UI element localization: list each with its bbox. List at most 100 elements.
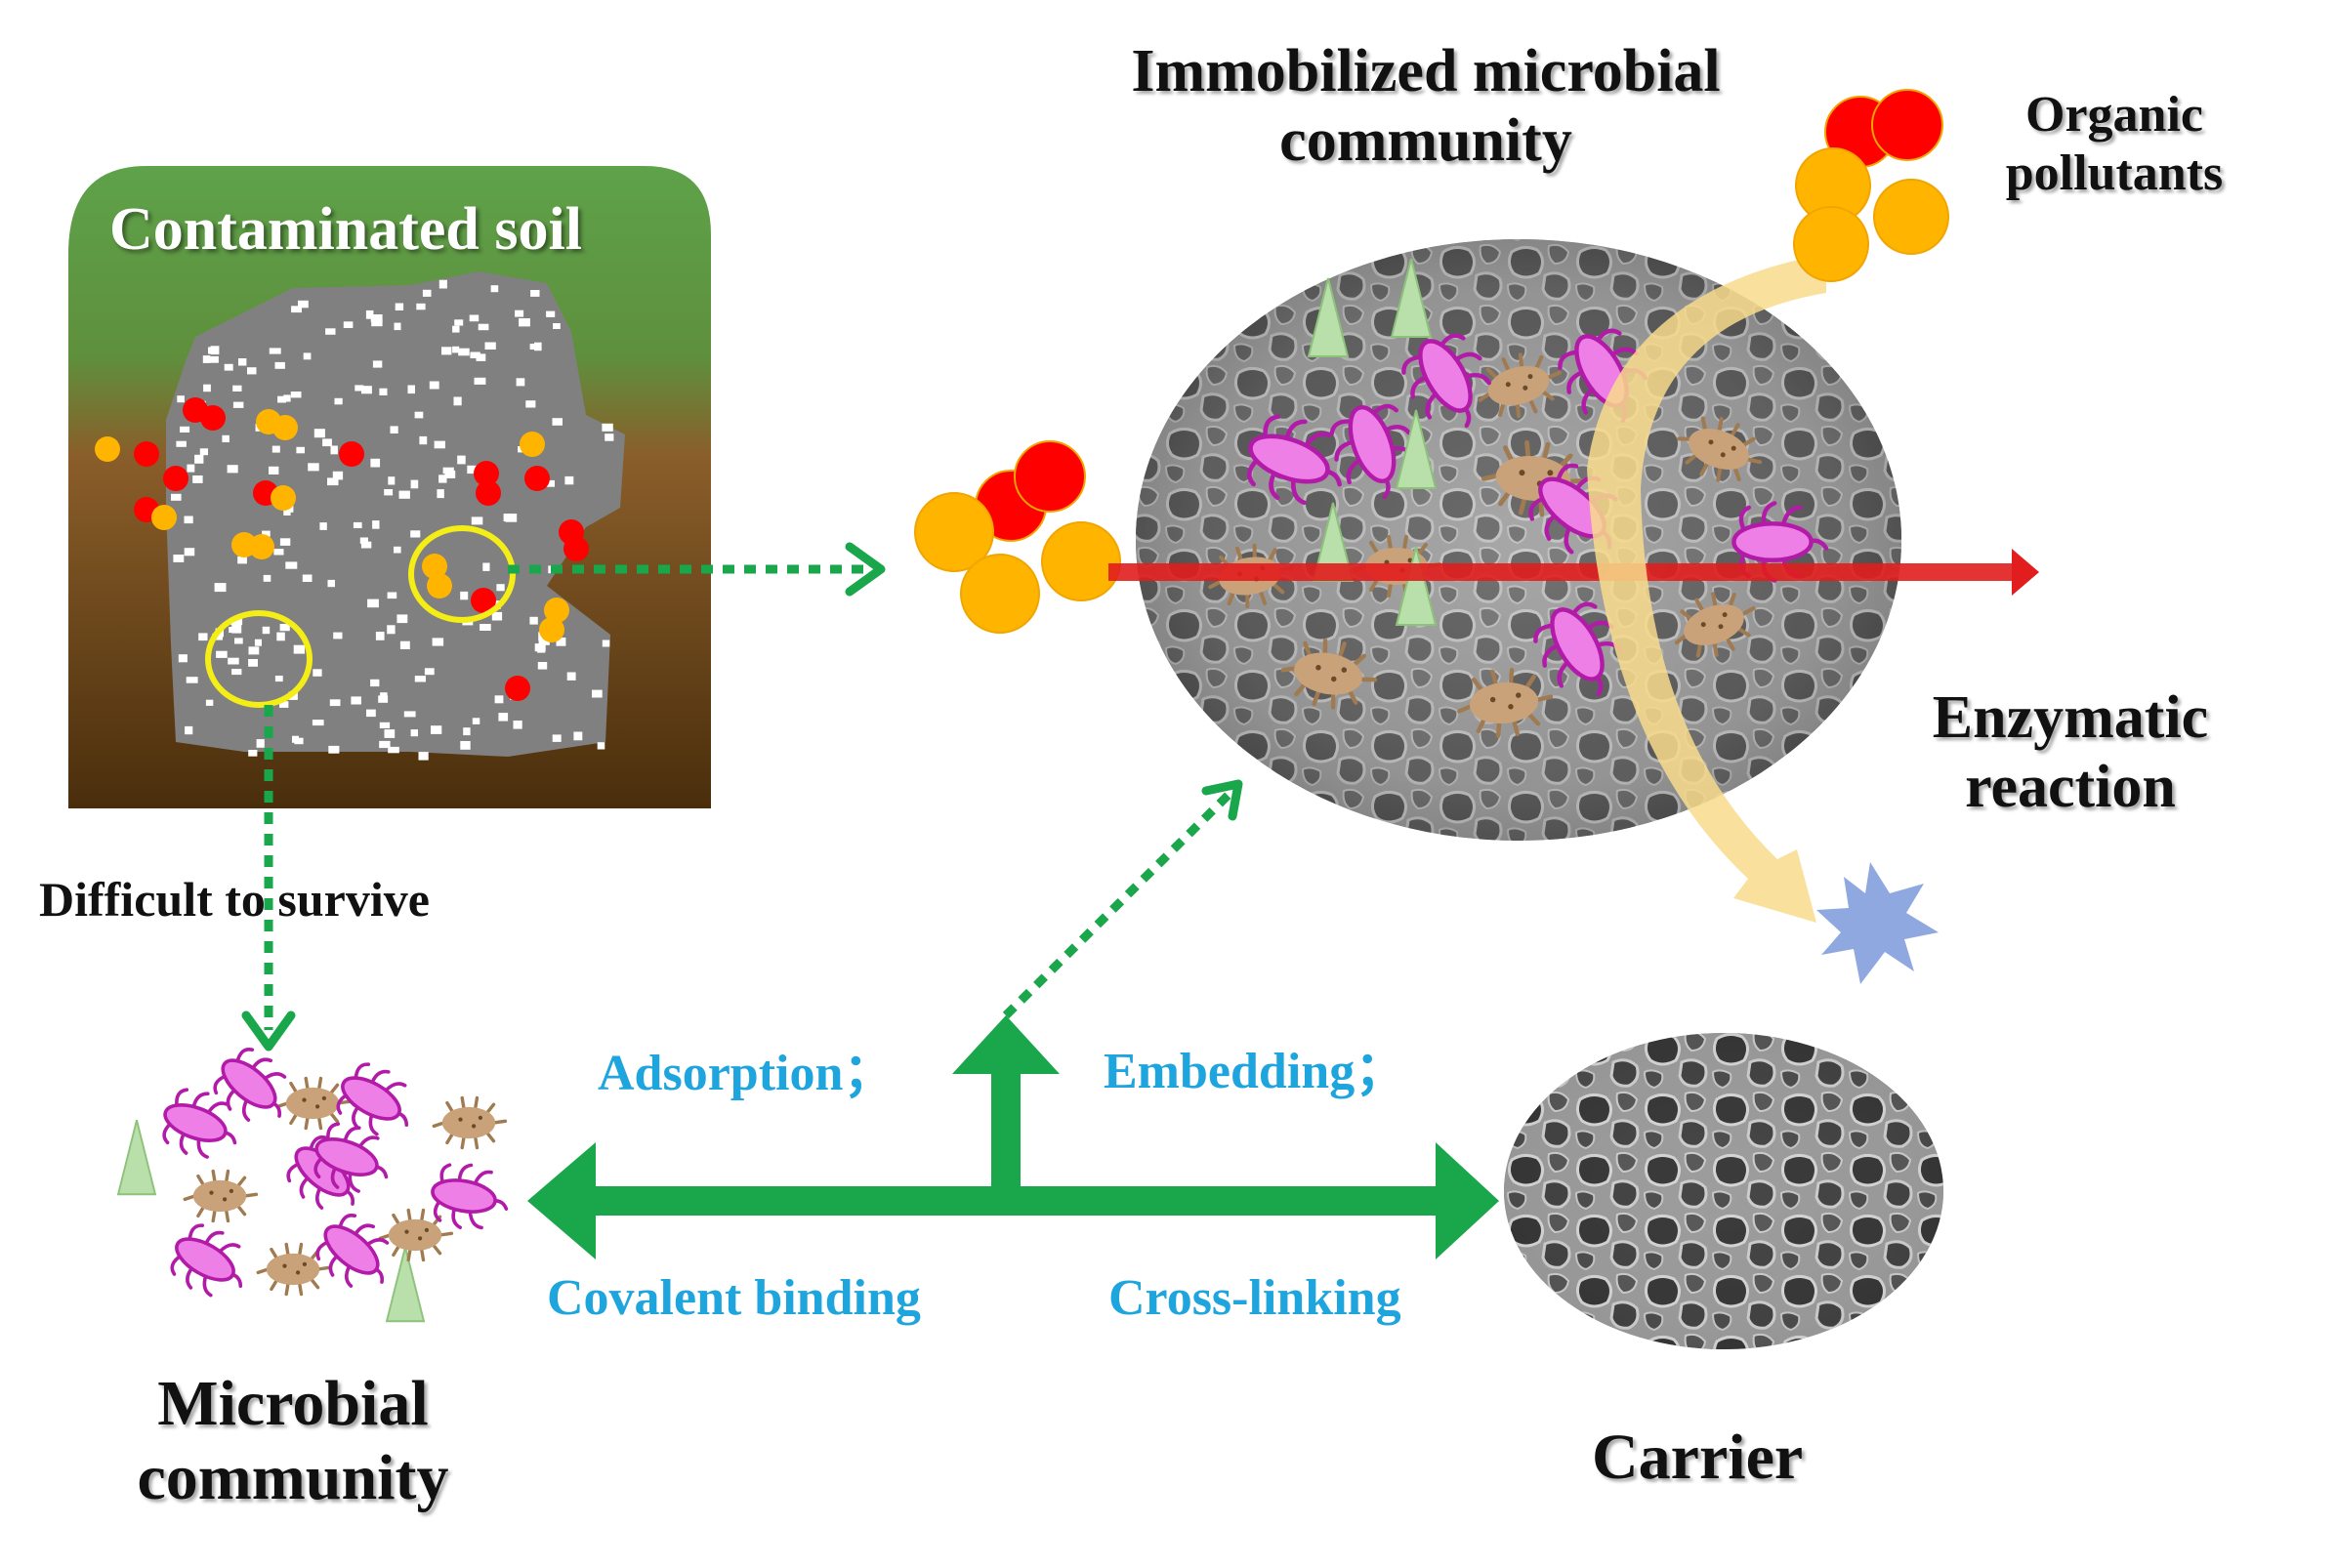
soil-pore-dot xyxy=(273,549,284,556)
soil-pore-dot xyxy=(263,574,271,582)
soil-pore-dot xyxy=(173,555,185,562)
soil-pore-dot xyxy=(222,434,229,442)
soil-pore-dot xyxy=(269,348,281,354)
soil-pore-dot xyxy=(534,342,542,351)
label-embedding: Embedding； xyxy=(1104,1044,1406,1099)
soil-particle-block xyxy=(166,271,625,757)
soil-pore-dot xyxy=(398,490,410,499)
soil-pore-dot xyxy=(592,689,603,698)
soil-pore-dot xyxy=(478,323,489,331)
microbial-line2: community xyxy=(137,1441,449,1513)
soil-pore-dot xyxy=(375,632,385,640)
soil-pore-dot xyxy=(467,465,479,475)
soil-pore-dot xyxy=(429,381,439,390)
soil-pore-dot xyxy=(319,522,327,530)
soil-pore-dot xyxy=(205,699,214,706)
soil-pore-dot xyxy=(379,388,388,395)
soil-pore-dot xyxy=(458,348,470,356)
label-organic-pollutants: Organic pollutants xyxy=(1958,86,2271,203)
soil-pore-dot xyxy=(529,344,538,350)
soil-pore-dot xyxy=(484,342,496,350)
soil-pore-dot xyxy=(454,319,464,326)
soil-pore-dot xyxy=(303,352,312,360)
soil-pore-dot xyxy=(333,632,343,640)
soil-pore-dot xyxy=(216,650,228,658)
soil-pore-dot xyxy=(302,574,313,582)
degradation-arrow xyxy=(1587,254,1826,923)
soil-pore-dot xyxy=(515,309,524,317)
soil-pore-dot xyxy=(394,322,401,331)
soil-pore-dot xyxy=(186,677,198,683)
enzymatic-line2: reaction xyxy=(1965,754,2176,821)
soil-pore-dot xyxy=(343,321,354,328)
soil-pore-dot xyxy=(438,475,447,483)
soil-pore-dot xyxy=(325,328,336,335)
soil-pore-dot xyxy=(360,541,372,549)
soil-pore-dot xyxy=(496,584,505,592)
label-covalent-binding: Covalent binding xyxy=(547,1270,921,1326)
soil-pore-dot xyxy=(277,395,286,403)
method-arrows xyxy=(527,1015,1499,1259)
soil-pore-dot xyxy=(544,479,555,487)
soil-pore-dot xyxy=(394,546,401,554)
soil-pore-dot xyxy=(538,637,550,645)
soil-pore-dot xyxy=(556,638,566,646)
soil-pore-dot xyxy=(460,741,471,750)
soil-pore-dot xyxy=(498,713,509,722)
soil-pore-dot xyxy=(418,752,429,761)
soil-pore-dot xyxy=(410,479,419,489)
product-star-icon xyxy=(1816,862,1939,984)
soil-pore-dot xyxy=(328,745,340,754)
soil-pore-dot xyxy=(361,386,372,394)
soil-pore-dot xyxy=(530,290,540,297)
label-microbial-community: Microbial community xyxy=(88,1367,498,1515)
soil-pore-dot xyxy=(176,440,187,447)
soil-pore-dot xyxy=(546,310,556,317)
soil-pore-dot xyxy=(505,514,518,522)
soil-pore-dot xyxy=(444,470,456,478)
soil-pore-dot xyxy=(171,493,182,501)
soil-pore-dot xyxy=(457,455,466,465)
soil-pore-dot xyxy=(438,279,447,289)
soil-pore-dot xyxy=(351,696,361,705)
soil-pore-dot xyxy=(573,731,583,741)
soil-pore-dot xyxy=(294,737,304,745)
soil-pore-dot xyxy=(274,676,283,682)
soil-pore-dot xyxy=(452,325,460,333)
soil-pore-dot xyxy=(434,440,445,449)
soil-pore-dot xyxy=(516,378,525,387)
soil-pore-dot xyxy=(192,475,203,483)
soil-pore-dot xyxy=(185,725,193,735)
soil-pore-dot xyxy=(322,438,332,447)
soil-pore-dot xyxy=(379,740,391,749)
soil-pore-dot xyxy=(414,411,424,419)
highlight-circle-pollutant xyxy=(408,525,516,623)
soil-pore-dot xyxy=(177,395,185,403)
soil-pore-dot xyxy=(308,463,319,472)
soil-pore-dot xyxy=(422,289,432,297)
soil-pore-dot xyxy=(482,562,490,571)
soil-pore-dot xyxy=(372,520,380,529)
label-carrier: Carrier xyxy=(1592,1422,1804,1493)
soil-pore-dot xyxy=(480,624,491,631)
soil-pore-dot xyxy=(214,583,227,593)
enzymatic-line1: Enzymatic xyxy=(1932,684,2209,751)
soil-pore-dot xyxy=(372,360,383,368)
soil-pore-dot xyxy=(395,303,404,310)
soil-pore-dot xyxy=(262,626,271,635)
soil-pore-dot xyxy=(564,475,574,485)
soil-pore-dot xyxy=(460,591,469,600)
soil-pore-dot xyxy=(365,309,374,319)
soil-pore-dot xyxy=(283,509,291,516)
arrowhead-down xyxy=(241,1011,296,1052)
soil-pore-dot xyxy=(254,639,262,646)
soil-pore-dot xyxy=(399,640,410,649)
soil-pore-dot xyxy=(390,426,398,433)
soil-pore-dot xyxy=(553,323,561,329)
soil-pore-dot xyxy=(474,377,486,385)
soil-pore-dot xyxy=(490,285,499,293)
soil-pore-dot xyxy=(262,530,271,537)
soil-pore-dot xyxy=(410,530,421,538)
soil-pore-dot xyxy=(330,445,338,455)
